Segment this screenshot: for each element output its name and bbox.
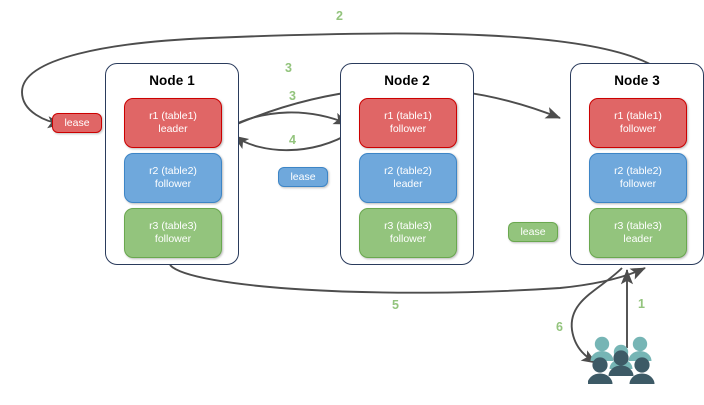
step-label-1: 1: [638, 297, 645, 311]
replica-name: r2 (table2): [384, 165, 432, 177]
replica-name: r2 (table2): [149, 165, 197, 177]
node-box-1[interactable]: Node 1 r1 (table1) leader r2 (table2) fo…: [105, 63, 239, 265]
replica-role: leader: [623, 233, 653, 245]
replica-r3[interactable]: r3 (table3) leader: [589, 208, 687, 258]
lease-badge-blue[interactable]: lease: [278, 167, 328, 187]
replica-name: r3 (table3): [149, 220, 197, 232]
replica-name: r1 (table1): [614, 110, 662, 122]
replica-r1[interactable]: r1 (table1) follower: [589, 98, 687, 148]
step-label-4: 4: [289, 133, 296, 147]
edge-step-5: [169, 264, 646, 294]
step-label-3a: 3: [285, 61, 292, 75]
replica-r2[interactable]: r2 (table2) leader: [359, 153, 457, 203]
replica-name: r3 (table3): [614, 220, 662, 232]
step-label-5: 5: [392, 298, 399, 312]
replica-role: follower: [389, 123, 427, 135]
replica-r3[interactable]: r3 (table3) follower: [124, 208, 222, 258]
node-title: Node 3: [614, 73, 660, 88]
lease-badge-red[interactable]: lease: [52, 113, 102, 133]
replica-role: leader: [393, 178, 423, 190]
replica-role: follower: [619, 123, 657, 135]
step-label-6: 6: [556, 320, 563, 334]
replica-name: r1 (table1): [149, 110, 197, 122]
node-box-3[interactable]: Node 3 r1 (table1) follower r2 (table2) …: [570, 63, 704, 265]
replica-role: leader: [158, 123, 188, 135]
replica-r2[interactable]: r2 (table2) follower: [589, 153, 687, 203]
replica-role: follower: [389, 233, 427, 245]
step-label-2: 2: [336, 9, 343, 23]
node-title: Node 2: [384, 73, 430, 88]
lease-badge-green[interactable]: lease: [508, 222, 558, 242]
step-label-3b: 3: [289, 89, 296, 103]
replica-r1[interactable]: r1 (table1) follower: [359, 98, 457, 148]
edge-step-3-node2: [227, 111, 349, 129]
replica-name: r2 (table2): [614, 165, 662, 177]
replica-r3[interactable]: r3 (table3) follower: [359, 208, 457, 258]
node-title: Node 1: [149, 73, 195, 88]
replica-role: follower: [154, 178, 192, 190]
replica-r2[interactable]: r2 (table2) follower: [124, 153, 222, 203]
users-group-icon: [588, 336, 655, 384]
replica-name: r3 (table3): [384, 220, 432, 232]
replica-r1[interactable]: r1 (table1) leader: [124, 98, 222, 148]
replica-role: follower: [619, 178, 657, 190]
replica-role: follower: [154, 233, 192, 245]
replica-name: r1 (table1): [384, 110, 432, 122]
node-box-2[interactable]: Node 2 r1 (table1) follower r2 (table2) …: [340, 63, 474, 265]
